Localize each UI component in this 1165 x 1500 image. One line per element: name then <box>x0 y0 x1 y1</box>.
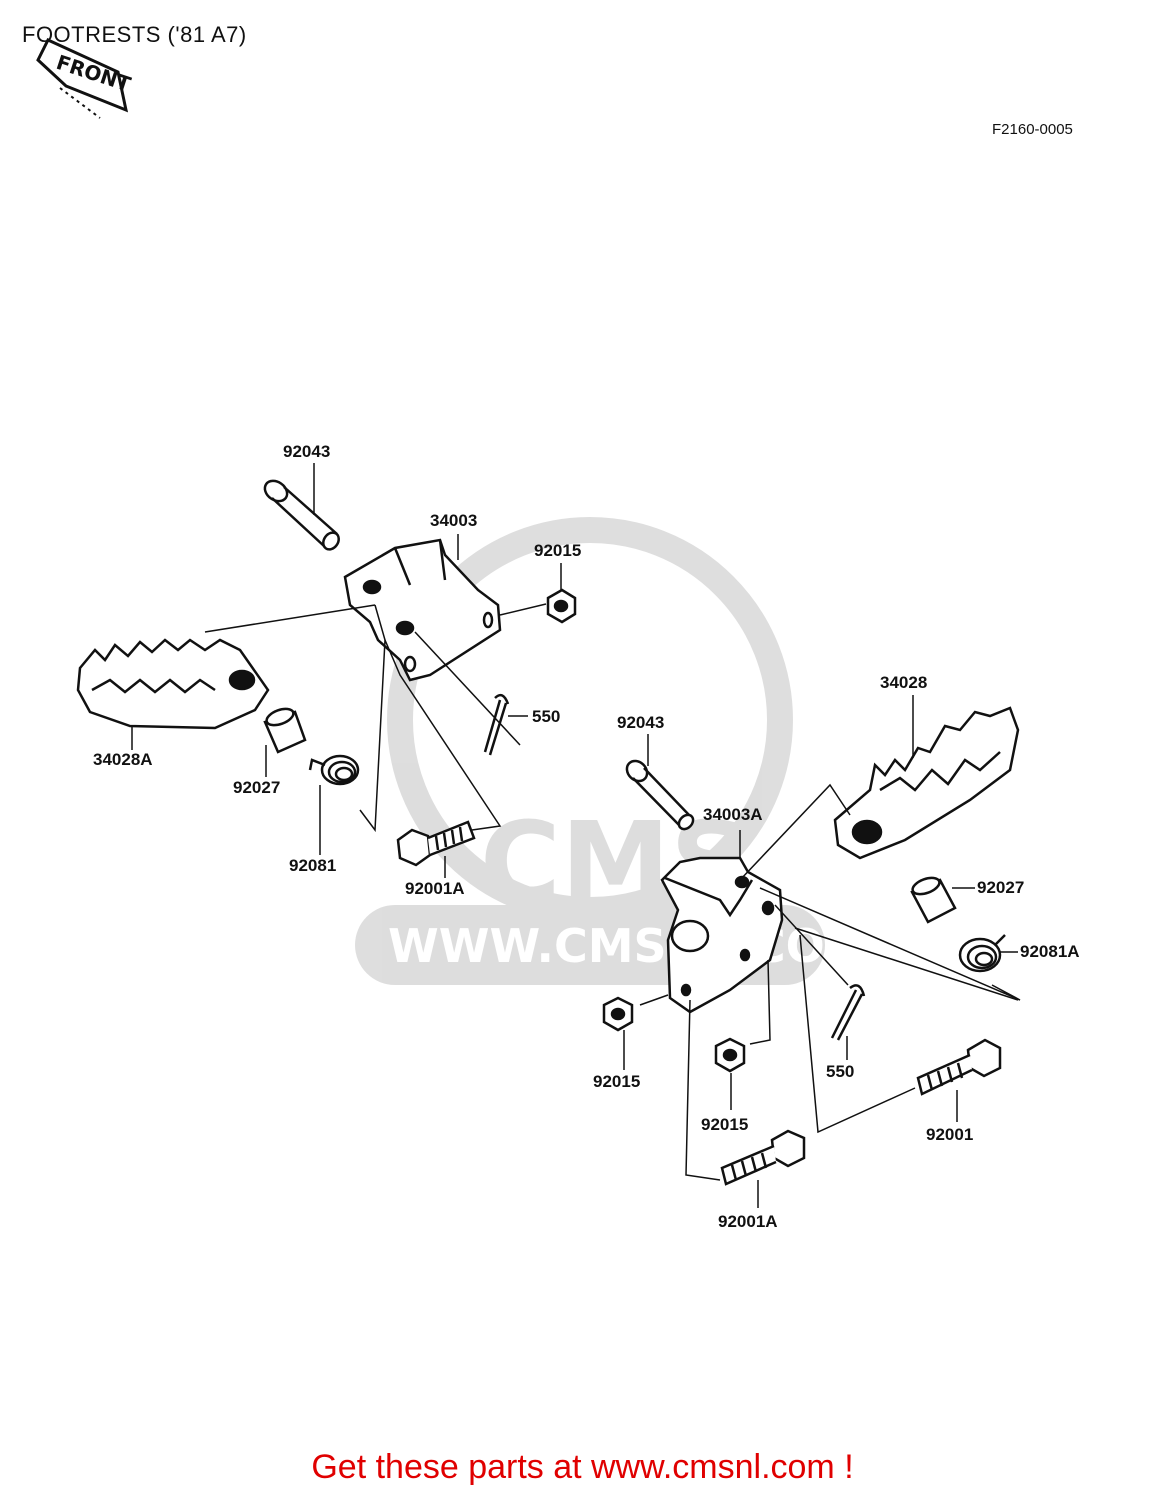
part-label-92043-right[interactable]: 92043 <box>617 713 665 732</box>
watermark-url-text: WWW.CMSNL.COM <box>388 919 871 973</box>
return-spring-right <box>958 934 1006 973</box>
footrest-bracket-right <box>660 856 784 1014</box>
part-label-550-right[interactable]: 550 <box>826 1062 855 1081</box>
bolt-right <box>916 1038 1002 1096</box>
part-label-92015-right-1[interactable]: 92015 <box>593 1072 641 1091</box>
part-label-92027-right[interactable]: 92027 <box>977 878 1025 897</box>
footpeg-right <box>833 706 1020 860</box>
part-label-92001[interactable]: 92001 <box>926 1125 974 1144</box>
footpeg-left <box>76 638 270 730</box>
cotter-pin-left <box>483 693 510 756</box>
pivot-pin-left <box>263 479 340 551</box>
cotter-pin-right <box>830 984 866 1041</box>
bolt-lower <box>720 1129 806 1186</box>
front-direction-badge: FRONT <box>36 38 134 119</box>
bolt-left <box>396 820 476 867</box>
nut-right-1 <box>602 996 634 1032</box>
nut-left <box>546 588 577 624</box>
footrest-bracket-left <box>343 538 502 682</box>
part-label-92081[interactable]: 92081 <box>289 856 337 875</box>
part-label-92001a-right[interactable]: 92001A <box>718 1212 778 1231</box>
collar-left <box>263 707 307 754</box>
reference-code: F2160-0005 <box>992 121 1073 138</box>
diagram-title: FOOTRESTS ('81 A7) <box>22 22 247 47</box>
return-spring-left <box>308 754 360 786</box>
part-label-34003[interactable]: 34003 <box>430 511 478 530</box>
pivot-pin-right <box>625 759 695 831</box>
label-leaders-right <box>623 695 1018 1208</box>
part-label-92015-right-2[interactable]: 92015 <box>701 1115 749 1134</box>
part-label-92043-left[interactable]: 92043 <box>283 442 331 461</box>
collar-right <box>910 876 957 924</box>
part-label-92081a[interactable]: 92081A <box>1020 942 1080 961</box>
part-label-92015-left[interactable]: 92015 <box>534 541 582 560</box>
part-label-550-left[interactable]: 550 <box>532 707 561 726</box>
alignment-lines-right <box>639 783 1021 1181</box>
label-leaders-left <box>131 463 562 878</box>
part-label-34003a[interactable]: 34003A <box>703 805 763 824</box>
get-parts-link[interactable]: Get these parts at www.cmsnl.com ! <box>311 1448 854 1486</box>
nut-right-2 <box>714 1037 746 1073</box>
part-label-34028[interactable]: 34028 <box>880 673 928 692</box>
alignment-lines-left <box>204 603 547 833</box>
part-label-92027-left[interactable]: 92027 <box>233 778 281 797</box>
part-label-34028a[interactable]: 34028A <box>93 750 153 769</box>
part-label-92001a-left[interactable]: 92001A <box>405 879 465 898</box>
